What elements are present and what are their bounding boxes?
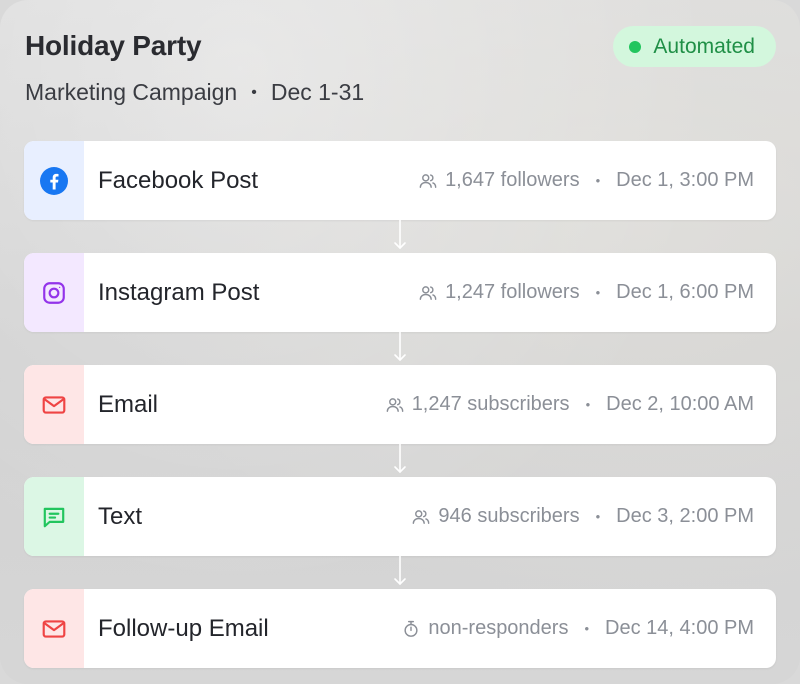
step-meta: 1,647 followers • Dec 1, 3:00 PM — [419, 169, 754, 192]
step-icon-box — [24, 141, 84, 220]
step-icon-box — [24, 477, 84, 556]
step-schedule: Dec 3, 2:00 PM — [616, 505, 754, 527]
step-connector — [24, 220, 776, 253]
status-badge: Automated — [613, 26, 776, 67]
step-icon-box — [24, 365, 84, 444]
step-audience: 1,247 subscribers — [411, 393, 570, 415]
users-icon — [419, 173, 437, 188]
step-connector — [24, 332, 776, 365]
campaign-dates: Dec 1-31 — [270, 79, 365, 105]
separator-dot: • — [595, 173, 601, 188]
arrow-down-icon — [394, 556, 406, 585]
campaign-subtitle: Marketing Campaign • Dec 1-31 — [25, 79, 364, 106]
step-name: Follow-up Email — [98, 614, 269, 642]
step-meta: 1,247 subscribers • Dec 2, 10:00 AM — [386, 393, 754, 416]
separator-dot: • — [584, 621, 590, 636]
step-icon-box — [24, 253, 84, 332]
step-audience: 946 subscribers — [438, 505, 580, 527]
arrow-down-icon — [394, 444, 406, 473]
step-name: Email — [98, 390, 159, 418]
users-icon — [419, 285, 437, 300]
step-facebook-post[interactable]: Facebook Post 1,647 followers • Dec 1, 3… — [24, 141, 776, 220]
instagram-icon — [43, 281, 65, 304]
step-meta: non-responders • Dec 14, 4:00 PM — [402, 617, 754, 640]
step-connector — [24, 444, 776, 477]
step-connector — [24, 556, 776, 589]
step-name: Facebook Post — [98, 166, 259, 194]
step-schedule: Dec 2, 10:00 AM — [606, 393, 754, 415]
message-icon — [43, 507, 65, 527]
step-name: Instagram Post — [98, 278, 260, 306]
status-label: Automated — [653, 34, 755, 58]
step-text[interactable]: Text 946 subscribers • Dec 3, 2:00 PM — [24, 477, 776, 556]
step-audience: 1,247 followers — [445, 281, 580, 303]
campaign-title: Holiday Party — [25, 30, 202, 61]
mail-icon — [42, 395, 66, 414]
campaign-steps: Facebook Post 1,647 followers • Dec 1, 3… — [24, 141, 776, 668]
step-audience: non-responders — [428, 617, 569, 639]
arrow-down-icon — [394, 332, 406, 361]
separator-dot: • — [585, 397, 591, 412]
step-schedule: Dec 1, 6:00 PM — [616, 281, 754, 303]
step-follow-up-email[interactable]: Follow-up Email non-responders • Dec 14,… — [24, 589, 776, 668]
step-email[interactable]: Email 1,247 subscribers • Dec 2, 10:00 A… — [24, 365, 776, 444]
separator-dot: • — [595, 509, 601, 524]
step-name: Text — [98, 502, 143, 530]
step-audience: 1,647 followers — [445, 169, 580, 191]
mail-icon — [42, 619, 66, 638]
timer-icon — [404, 620, 418, 637]
step-schedule: Dec 1, 3:00 PM — [616, 169, 754, 191]
step-meta: 946 subscribers • Dec 3, 2:00 PM — [412, 505, 754, 528]
users-icon — [386, 397, 404, 412]
step-schedule: Dec 14, 4:00 PM — [605, 617, 754, 639]
step-instagram-post[interactable]: Instagram Post 1,247 followers • Dec 1, … — [24, 253, 776, 332]
separator-dot: • — [251, 83, 257, 101]
step-meta: 1,247 followers • Dec 1, 6:00 PM — [419, 281, 754, 304]
campaign-type: Marketing Campaign — [25, 79, 238, 105]
separator-dot: • — [595, 285, 601, 300]
facebook-icon — [40, 166, 68, 195]
status-dot-icon — [629, 40, 642, 53]
arrow-down-icon — [394, 220, 406, 249]
users-icon — [413, 509, 430, 524]
step-icon-box — [24, 589, 84, 668]
